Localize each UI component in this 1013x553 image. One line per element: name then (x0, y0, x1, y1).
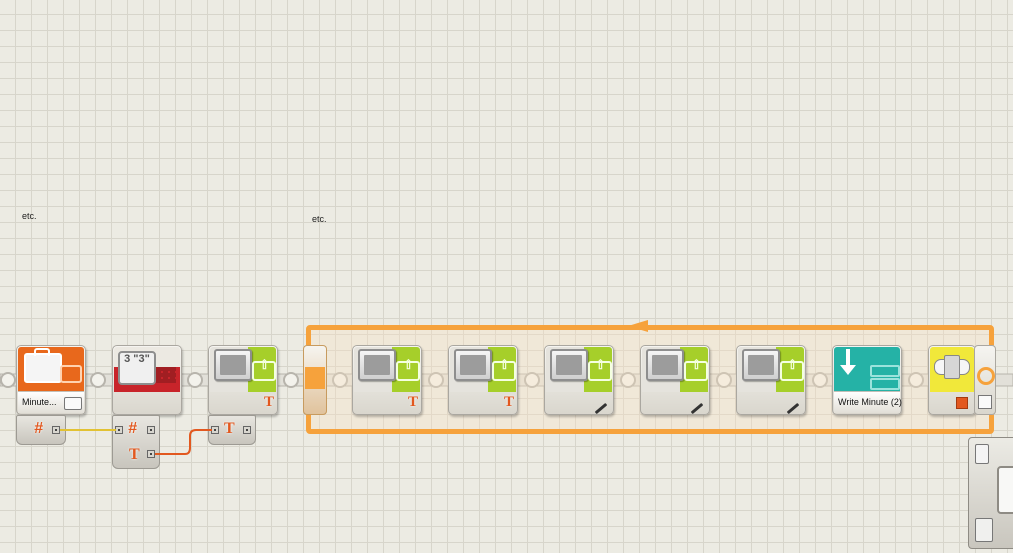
display-screen-icon (646, 349, 684, 381)
beam-joint (332, 372, 348, 388)
puzzle-piece-icon (60, 365, 82, 383)
display-block[interactable]: T (352, 345, 422, 415)
beam-joint (428, 372, 444, 388)
display-screen-icon (214, 349, 252, 381)
block-footer: Write Minute (2) (834, 391, 902, 413)
text-mode-icon: T (503, 394, 514, 410)
output-plug[interactable] (147, 426, 155, 434)
output-plug[interactable] (52, 426, 60, 434)
file-access-block[interactable]: Write Minute (2) (832, 345, 902, 415)
display-screen-icon (358, 349, 396, 381)
beam-joint (908, 372, 924, 388)
text-plug-icon: T (129, 446, 140, 463)
upload-icon (780, 357, 804, 381)
stop-icon[interactable] (956, 397, 968, 409)
text-plug-icon: T (224, 420, 235, 437)
display-block[interactable]: T (208, 345, 278, 415)
pencil-icon (690, 402, 704, 415)
upload-icon (396, 357, 420, 381)
beam-joint (90, 372, 106, 388)
block-label: Write Minute (2) (838, 397, 902, 407)
text-mode-icon: T (263, 394, 274, 410)
upload-icon (588, 357, 612, 381)
pencil-icon (786, 402, 800, 415)
number-plug-icon: # (34, 420, 43, 437)
file-slots-icon (870, 378, 900, 390)
text-mode-icon: T (407, 394, 418, 410)
beam-joint (283, 372, 299, 388)
number-to-text-block[interactable]: Minute... (16, 345, 86, 415)
data-hub[interactable] (112, 415, 160, 469)
beam-joint (0, 372, 16, 388)
display-block[interactable] (736, 345, 806, 415)
display-screen-icon (742, 349, 780, 381)
briefcase-handle-icon (34, 348, 50, 356)
beam-joint (187, 372, 203, 388)
beam-joint (620, 372, 636, 388)
etc-note-2: etc. (312, 214, 327, 224)
etc-note-1: etc. (22, 211, 37, 221)
switch-center-icon (944, 355, 960, 379)
controller-panel[interactable] (968, 437, 1013, 549)
loop-start-block[interactable] (303, 345, 327, 415)
nxt-icon[interactable] (975, 444, 989, 464)
display-block[interactable] (544, 345, 614, 415)
loop-exit-icon[interactable] (978, 395, 992, 409)
file-slots-icon (870, 365, 900, 377)
number-plug-icon: # (128, 420, 137, 437)
display-block[interactable] (640, 345, 710, 415)
output-plug[interactable] (243, 426, 251, 434)
block-label: Minute... (22, 397, 57, 407)
panel-window[interactable] (997, 466, 1013, 514)
grid-icon (156, 367, 176, 383)
display-screen-icon (454, 349, 492, 381)
upload-icon (252, 357, 276, 381)
pencil-icon (594, 402, 608, 415)
down-arrow-icon (846, 349, 850, 369)
beam-joint (524, 372, 540, 388)
text-combine-block[interactable]: 3 "3" (112, 345, 182, 415)
download-icon[interactable] (975, 518, 993, 542)
down-arrow-head-icon (840, 365, 856, 375)
display-block[interactable]: T (448, 345, 518, 415)
loop-icon (977, 367, 995, 385)
switch-block[interactable] (928, 345, 976, 415)
beam-joint (716, 372, 732, 388)
display-screen-icon (550, 349, 588, 381)
export-arrow-icon[interactable] (64, 397, 82, 410)
loop-end-block[interactable] (974, 345, 996, 415)
beam-joint (812, 372, 828, 388)
upload-icon (492, 357, 516, 381)
output-plug[interactable] (147, 450, 155, 458)
number-to-text-icon: 3 "3" (118, 351, 156, 385)
upload-icon (684, 357, 708, 381)
